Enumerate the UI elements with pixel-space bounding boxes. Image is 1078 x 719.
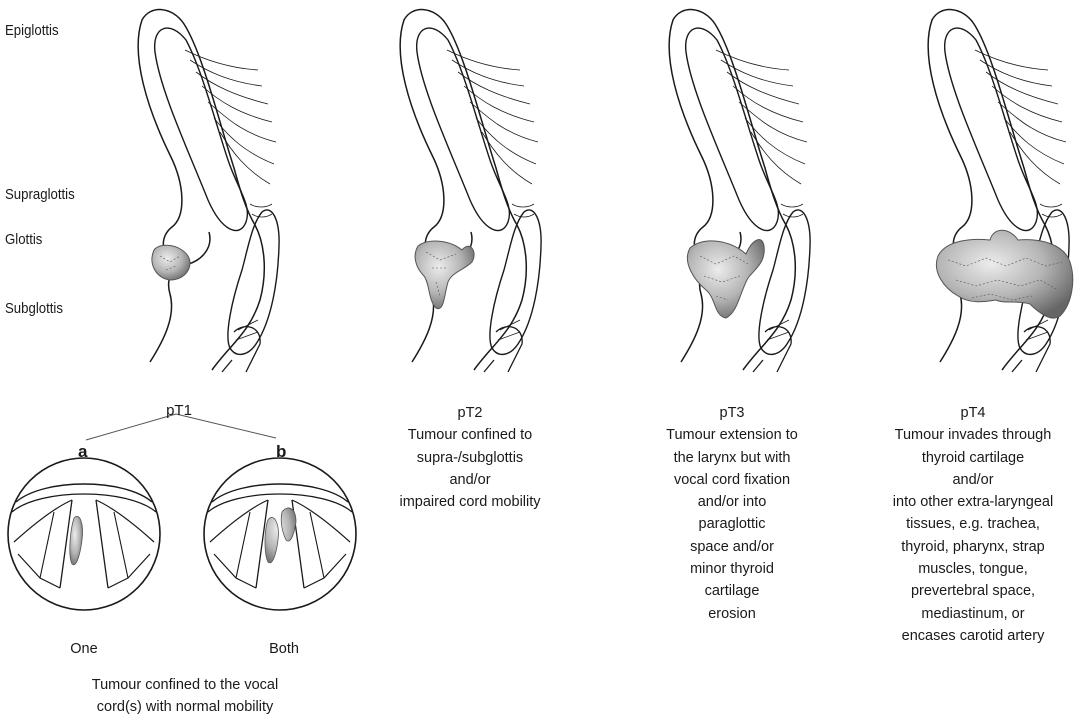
larynx-section-pt3 <box>669 10 810 372</box>
cord-view-both <box>204 458 356 610</box>
tumour-one-cord <box>70 516 83 564</box>
stage-title-pt4: pT4 <box>868 402 1078 424</box>
larynx-section-pt4 <box>928 10 1069 372</box>
label-supraglottis: Supraglottis <box>5 186 75 203</box>
label-epiglottis: Epiglottis <box>5 22 59 39</box>
larynx-section-pt2 <box>400 10 541 372</box>
label-glottis: Glottis <box>5 231 42 248</box>
stage-title-pt1: pT1 <box>149 402 209 419</box>
view-label-both: Both <box>244 638 324 660</box>
stage-block-pt4: pT4 Tumour invades through thyroid carti… <box>868 402 1078 647</box>
tumour-pt2 <box>415 241 474 309</box>
stage-title-pt3: pT3 <box>632 402 832 424</box>
tumour-pt3 <box>687 240 764 318</box>
stage-block-pt3: pT3 Tumour extension to the larynx but w… <box>632 402 832 625</box>
stage-block-pt2: pT2 Tumour confined to supra-/subglottis… <box>370 402 570 513</box>
label-subglottis: Subglottis <box>5 300 63 317</box>
larynx-section-pt1 <box>138 10 279 372</box>
pt1-caption: Tumour confined to the vocal cord(s) wit… <box>40 674 330 719</box>
sub-label-b: b <box>276 442 286 462</box>
cord-view-one <box>8 458 160 610</box>
view-label-one: One <box>44 638 124 660</box>
tumour-both-cords <box>265 508 296 563</box>
sub-label-a: a <box>78 442 87 462</box>
tumour-pt1 <box>152 245 190 280</box>
stage-title-pt2: pT2 <box>370 402 570 424</box>
